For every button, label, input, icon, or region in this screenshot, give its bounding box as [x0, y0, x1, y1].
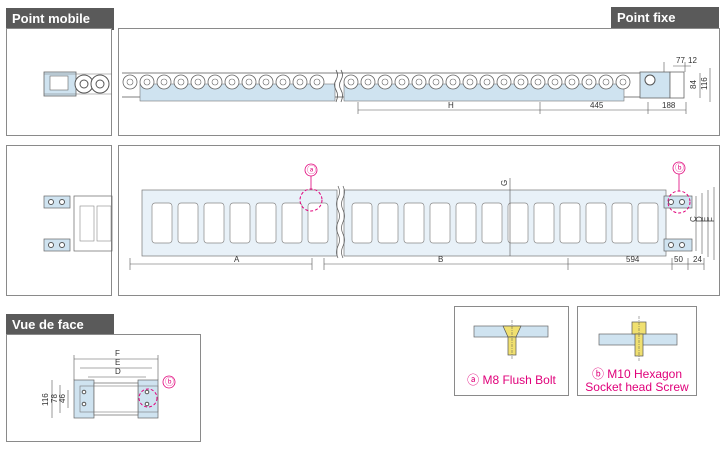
- chain-link-pin: [602, 78, 610, 86]
- mark-b: ⓑ: [675, 163, 684, 173]
- vue-de-face-label: Vue de face: [6, 314, 114, 336]
- chain-cell: [507, 202, 529, 244]
- chain-cell: [203, 202, 225, 244]
- front-dim-F: F: [115, 349, 120, 358]
- mobile-mid-chain: [43, 195, 113, 252]
- chain-link-pin: [500, 78, 508, 86]
- point-fixe-label: Point fixe: [611, 7, 719, 29]
- chain-cell: [559, 202, 581, 244]
- chain-link-pin: [194, 78, 202, 86]
- chain-cell: [611, 202, 633, 244]
- chain-link-pin: [279, 78, 287, 86]
- dim-594: 594: [626, 255, 640, 264]
- chain-link-pin: [228, 78, 236, 86]
- chain-cell: [637, 202, 659, 244]
- hex-screw-caption-2: Socket head Screw: [585, 380, 689, 394]
- dim-A: A: [234, 255, 240, 264]
- hex-screw-caption-1: ⓑ M10 Hexagon: [591, 367, 683, 381]
- chain-link-pin: [466, 78, 474, 86]
- front-dim-78: 78: [50, 394, 59, 403]
- dim-12: 12: [688, 56, 697, 65]
- chain-link-pin: [296, 78, 304, 86]
- dim-24: 24: [693, 255, 702, 264]
- top-dimensions: [357, 62, 711, 114]
- chain-link-pin: [585, 78, 593, 86]
- chain-link-pin: [364, 78, 372, 86]
- front-dim-D: D: [115, 367, 121, 376]
- chain-cell: [151, 202, 173, 244]
- chain-link-pin: [517, 78, 525, 86]
- chain-link-pin: [347, 78, 355, 86]
- dim-E: E: [701, 217, 710, 222]
- dim-C: C: [689, 216, 698, 222]
- dim-50: 50: [674, 255, 683, 264]
- top-chain-band: [122, 69, 685, 103]
- front-dim-E: E: [115, 358, 120, 367]
- chain-link-pin: [381, 78, 389, 86]
- chain-cell: [455, 202, 477, 244]
- dim-77: 77: [676, 56, 685, 65]
- dim-84: 84: [689, 80, 698, 89]
- mid-chain-body: [141, 161, 693, 259]
- chain-cell: [585, 202, 607, 244]
- chain-cell: [481, 202, 503, 244]
- front-dimensions: [51, 355, 159, 418]
- chain-link-pin: [313, 78, 321, 86]
- dim-G: G: [500, 180, 509, 186]
- chain-cell: [377, 202, 399, 244]
- chain-link-pin: [398, 78, 406, 86]
- chain-link-pin: [245, 78, 253, 86]
- chain-link-pin: [568, 78, 576, 86]
- dim-B: B: [438, 255, 443, 264]
- chain-cell: [307, 202, 329, 244]
- dim-D: D: [695, 216, 704, 222]
- mark-a: ⓐ: [307, 165, 316, 175]
- chain-cell: [281, 202, 303, 244]
- chain-cell: [351, 202, 373, 244]
- chain-cell: [533, 202, 555, 244]
- front-dim-46: 46: [58, 394, 67, 403]
- chain-link-pin: [143, 78, 151, 86]
- dim-F: F: [707, 217, 716, 222]
- dim-188: 188: [662, 101, 676, 110]
- chain-link-pin: [177, 78, 185, 86]
- point-mobile-label: Point mobile: [6, 8, 114, 30]
- chain-link-pin: [415, 78, 423, 86]
- hex-screw-drawing: [598, 316, 678, 362]
- chain-link-pin: [551, 78, 559, 86]
- front-view-drawing: [73, 375, 176, 419]
- mobile-top-chain: [43, 71, 112, 97]
- chain-link-pin: [160, 78, 168, 86]
- dim-H: H: [448, 101, 454, 110]
- chain-link-pin: [449, 78, 457, 86]
- flush-bolt-drawing: [473, 320, 549, 360]
- chain-link-pin: [619, 78, 627, 86]
- front-mark-b: ⓑ: [165, 377, 174, 387]
- chain-cell: [429, 202, 451, 244]
- chain-link-pin: [126, 78, 134, 86]
- dim-445: 445: [590, 101, 604, 110]
- chain-cell: [255, 202, 277, 244]
- chain-cell: [177, 202, 199, 244]
- chain-link-pin: [262, 78, 270, 86]
- chain-link-pin: [534, 78, 542, 86]
- chain-link-pin: [483, 78, 491, 86]
- chain-link-pin: [432, 78, 440, 86]
- dim-116: 116: [700, 77, 709, 90]
- flush-bolt-caption: ⓐ M8 Flush Bolt: [467, 373, 556, 387]
- chain-link-pin: [211, 78, 219, 86]
- chain-cell: [229, 202, 251, 244]
- front-dim-116: 116: [41, 393, 50, 406]
- mid-dimensions: [129, 178, 715, 270]
- chain-cell: [403, 202, 425, 244]
- mobile-mid-panel: [6, 145, 112, 296]
